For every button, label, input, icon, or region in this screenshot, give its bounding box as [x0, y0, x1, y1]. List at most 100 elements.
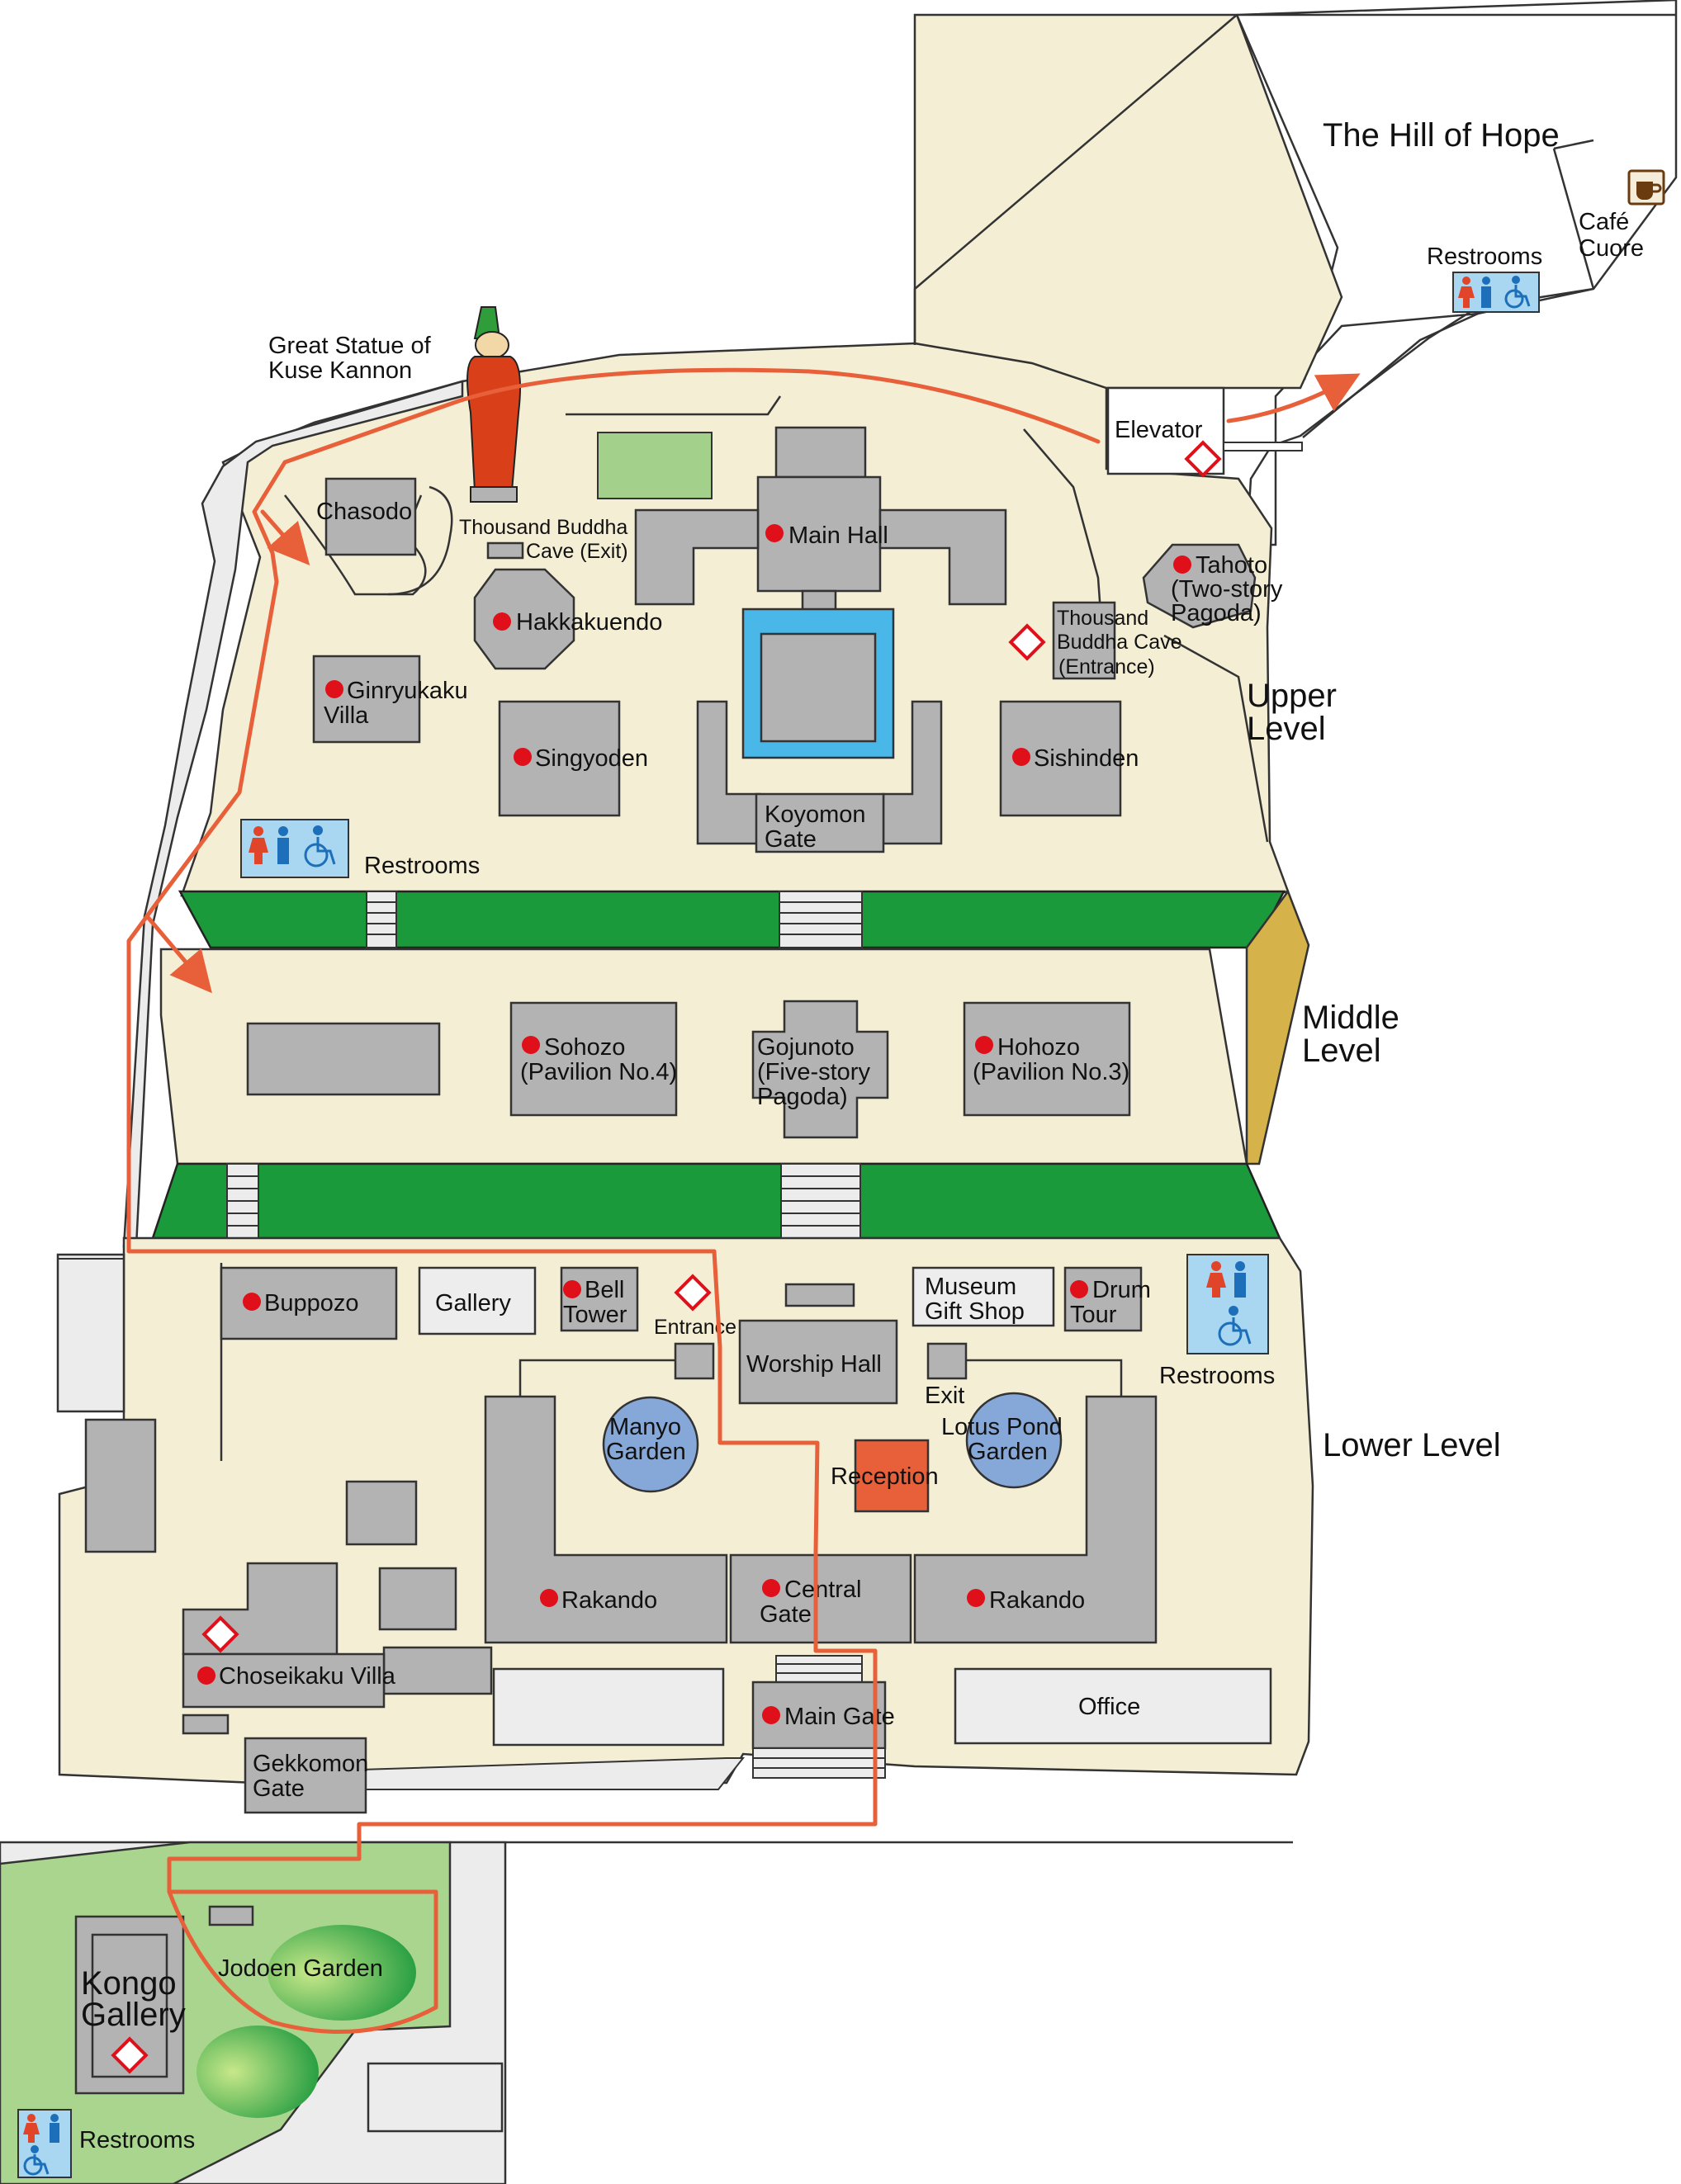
hakkakuendo-label: Hakkakuendo	[516, 609, 662, 636]
buppozo-label: Buppozo	[264, 1290, 359, 1317]
sishinden[interactable]: Sishinden	[999, 700, 1139, 817]
chasodo[interactable]: Chasodo	[284, 477, 453, 596]
sohozo[interactable]: Sohozo (Pavilion No.4)	[509, 1001, 678, 1117]
worship-hall[interactable]: Worship Hall	[738, 1319, 898, 1405]
kongo-gallery[interactable]: Kongo Gallery	[74, 1915, 186, 2095]
tbc-exit-label-1: Thousand Buddha	[459, 516, 627, 539]
cafe-cuore[interactable]: Café Cuore	[1579, 169, 1665, 262]
red-dot-point-of-interest-icon	[563, 1280, 581, 1298]
red-dot-point-of-interest-icon	[762, 1706, 780, 1724]
gekkomon-gate[interactable]: Gekkomon Gate	[244, 1737, 368, 1814]
hill-restrooms[interactable]: Restrooms	[1427, 243, 1542, 313]
lower-west-building	[84, 1418, 157, 1553]
main-gate-stairs-bottom	[752, 1747, 886, 1779]
sishinden-label: Sishinden	[1034, 745, 1139, 772]
gift-shop-label-2: Gift Shop	[925, 1298, 1025, 1325]
tbc-entrance-label-2: Buddha Cave	[1057, 631, 1182, 654]
rakando-left-label: Rakando	[561, 1587, 657, 1614]
middle-level-label-2: Level	[1302, 1033, 1381, 1069]
red-diamond-icon	[674, 1274, 712, 1312]
thousand-buddha-cave-exit[interactable]: Thousand Buddha Cave (Exit)	[459, 516, 628, 563]
hill-of-hope-area: The Hill of Hope Café Cuore Restrooms	[1235, 0, 1678, 546]
lotus-pond-label-2: Garden	[968, 1439, 1048, 1465]
gojunoto-label-3: Pagoda)	[757, 1084, 848, 1110]
red-dot-point-of-interest-icon	[540, 1589, 558, 1607]
red-dot-point-of-interest-icon	[967, 1589, 985, 1607]
middle-stairs-center	[780, 1163, 861, 1239]
main-hall[interactable]: Main Hall	[634, 426, 1007, 612]
gallery-label: Gallery	[435, 1290, 511, 1317]
bell-tower[interactable]: Bell Tower	[560, 1266, 639, 1332]
hohozo-label-2: (Pavilion No.3)	[973, 1059, 1129, 1085]
drum-tour[interactable]: Drum Tour	[1063, 1266, 1151, 1332]
green-field	[597, 432, 713, 499]
hakkakuendo[interactable]: Hakkakuendo	[473, 568, 662, 670]
lower-small-building-2	[378, 1567, 457, 1631]
hohozo[interactable]: Hohozo (Pavilion No.3)	[963, 1001, 1131, 1117]
lower-small-roof	[784, 1283, 855, 1307]
compound-wall-left	[519, 1359, 675, 1397]
koyomon-gate[interactable]: Koyomon Gate	[696, 700, 943, 853]
buppozo[interactable]: Buppozo	[220, 1266, 398, 1340]
tbc-exit-label-2: Cave (Exit)	[526, 540, 628, 563]
kongo-restrooms[interactable]: Restrooms	[17, 2109, 195, 2178]
lower-restrooms[interactable]: Restrooms	[1159, 1254, 1275, 1389]
upper-stairs-center	[779, 891, 863, 948]
chasodo-label: Chasodo	[316, 499, 412, 525]
gallery[interactable]: Gallery	[418, 1266, 537, 1335]
exit-label[interactable]: Exit	[925, 1383, 964, 1409]
upper-restrooms[interactable]: Restrooms	[240, 819, 480, 879]
jodoen-garden-label: Jodoen Garden	[218, 1955, 383, 1982]
upper-level-label-1: Upper	[1247, 678, 1337, 714]
museum-gift-shop[interactable]: Museum Gift Shop	[912, 1266, 1055, 1327]
gift-shop-label-1: Museum	[925, 1274, 1016, 1300]
koyomon-label-1: Koyomon	[765, 801, 866, 828]
middle-level-label-1: Middle	[1302, 1000, 1399, 1036]
elevator[interactable]: Elevator	[1106, 386, 1303, 478]
upper-restrooms-label: Restrooms	[364, 853, 480, 879]
office-label: Office	[1078, 1694, 1140, 1720]
central-gate-label-1: Central	[784, 1577, 862, 1603]
sohozo-label-1: Sohozo	[544, 1034, 625, 1061]
singyoden-label: Singyoden	[535, 745, 648, 772]
bell-tower-label-1: Bell	[585, 1277, 624, 1303]
main-hall-label: Main Hall	[788, 522, 888, 549]
lotus-pond-garden[interactable]: Lotus Pond Garden	[941, 1392, 1063, 1489]
manyo-garden[interactable]: Manyo Garden	[602, 1396, 699, 1493]
ginryukaku-label-2: Villa	[324, 702, 369, 729]
lower-long-building	[492, 1667, 725, 1747]
jodoen-garden[interactable]: Jodoen Garden	[197, 1925, 416, 2118]
elevator-label: Elevator	[1115, 417, 1203, 443]
great-statue-label-2: Kuse Kannon	[268, 357, 412, 384]
middle-stairs-left	[226, 1163, 259, 1239]
singyoden[interactable]: Singyoden	[498, 700, 648, 817]
choseikaku-villa[interactable]: Choseikaku Villa	[182, 1562, 493, 1735]
gojunoto[interactable]: Gojunoto (Five-story Pagoda)	[751, 1000, 889, 1139]
hill-of-hope-label: The Hill of Hope	[1323, 117, 1560, 154]
middle-storehouse	[246, 1022, 441, 1096]
office[interactable]: Office	[954, 1667, 1272, 1745]
gojunoto-label-1: Gojunoto	[757, 1034, 855, 1061]
red-dot-point-of-interest-icon	[514, 748, 532, 766]
pool	[741, 607, 895, 759]
wheelchair-icon	[1512, 276, 1520, 284]
tahoto[interactable]: Tahoto (Two-story Pagoda)	[1142, 543, 1283, 629]
red-diamond-icon	[111, 2036, 149, 2074]
red-dot-point-of-interest-icon	[1012, 748, 1030, 766]
red-dot-point-of-interest-icon	[975, 1036, 993, 1054]
rakando-right[interactable]: Rakando	[913, 1395, 1158, 1644]
ginryukaku-villa[interactable]: Ginryukaku Villa	[312, 655, 468, 744]
great-statue-label-1: Great Statue of	[268, 333, 432, 359]
rakando-left[interactable]: Rakando	[484, 1395, 728, 1644]
hohozo-label-1: Hohozo	[997, 1034, 1080, 1061]
thousand-buddha-cave-entrance[interactable]: Thousand Buddha Cave (Entrance)	[1008, 601, 1182, 680]
reception-label: Reception	[831, 1463, 939, 1490]
lotus-pond-label-1: Lotus Pond	[941, 1414, 1063, 1440]
central-gate[interactable]: Central Gate	[729, 1553, 912, 1644]
tbc-entrance-label-1: Thousand	[1057, 607, 1148, 630]
reception[interactable]: Reception	[831, 1439, 939, 1513]
red-dot-point-of-interest-icon	[1173, 555, 1191, 574]
entrance[interactable]: Entrance	[654, 1274, 736, 1339]
red-dot-point-of-interest-icon	[1070, 1280, 1088, 1298]
drum-tour-label-2: Tour	[1070, 1302, 1117, 1328]
